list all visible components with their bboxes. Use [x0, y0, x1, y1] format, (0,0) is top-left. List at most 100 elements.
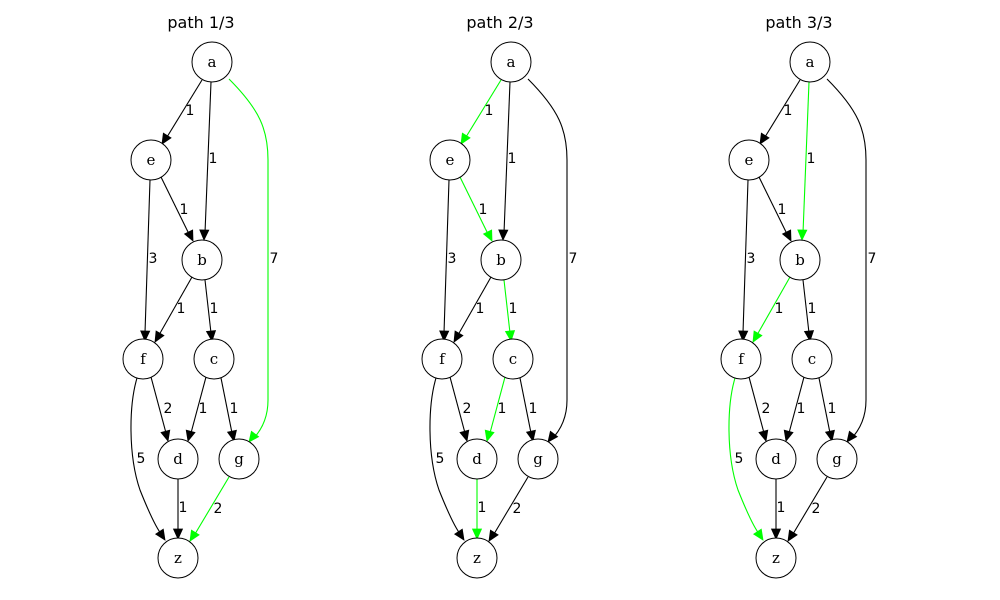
node-label: b: [496, 251, 506, 269]
edge-line: [459, 176, 489, 235]
arrowhead: [439, 330, 450, 342]
node-circle: [480, 239, 522, 281]
node-d: d: [755, 438, 797, 480]
arrowhead: [199, 229, 210, 241]
edge-weight-label: 2: [164, 401, 173, 417]
edge-line: [818, 377, 831, 434]
edge-line: [429, 377, 462, 536]
edge-line: [792, 476, 828, 535]
node-d: d: [157, 438, 199, 480]
node-circle: [456, 438, 498, 480]
edge-g-z: 2: [189, 476, 230, 542]
node-label: a: [507, 53, 516, 71]
edge-weight-label: 1: [186, 103, 195, 119]
edge-a-g: 7: [826, 78, 877, 443]
arrowhead: [460, 132, 471, 145]
node-z: z: [157, 537, 199, 579]
node-label: c: [509, 350, 517, 368]
node-c: c: [492, 338, 534, 380]
arrowhead: [525, 429, 536, 442]
edge-c-g: 1: [519, 377, 537, 442]
arrowhead: [154, 528, 166, 541]
arrowhead: [547, 430, 559, 443]
edge-weight-label: 2: [214, 501, 223, 517]
node-label: b: [197, 251, 207, 269]
edge-a-e: 1: [759, 79, 801, 145]
edge-a-e: 1: [460, 79, 502, 145]
edge-weight-label: 1: [485, 103, 494, 119]
node-label: e: [147, 151, 156, 169]
edge-weight-label: 1: [828, 401, 837, 417]
node-e: e: [429, 139, 471, 181]
node-circle: [816, 438, 858, 480]
edge-line: [503, 279, 511, 334]
node-label: z: [174, 549, 182, 567]
edge-f-z: 5: [429, 377, 465, 541]
arrowhead: [797, 229, 808, 241]
node-circle: [720, 338, 762, 380]
edge-weight-label: 1: [808, 301, 817, 317]
node-b: b: [480, 239, 522, 281]
edge-weight-label: 7: [270, 251, 279, 267]
edge-weight-label: 1: [476, 301, 485, 317]
arrowhead: [803, 330, 815, 342]
panel-title: path 3/3: [765, 13, 832, 32]
edge-line: [190, 376, 207, 434]
arrowhead: [824, 429, 835, 442]
arrowhead: [453, 330, 464, 343]
edge-weight-label: 1: [179, 500, 188, 516]
edge-line: [204, 81, 212, 234]
node-label: g: [533, 450, 543, 468]
edge-weight-label: 1: [784, 103, 793, 119]
edge-weight-label: 2: [513, 501, 522, 517]
edge-weight-label: 1: [199, 401, 208, 417]
edge-g-z: 2: [787, 476, 828, 542]
edge-a-g: 7: [527, 78, 578, 443]
arrowhead: [471, 528, 483, 540]
node-g: g: [218, 438, 260, 480]
edge-line: [503, 81, 511, 234]
node-label: d: [472, 450, 482, 468]
edge-weight-label: 7: [569, 251, 578, 267]
edge-weight-label: 1: [508, 151, 517, 167]
arrowhead: [482, 229, 493, 242]
edge-weight-label: 2: [762, 401, 771, 417]
node-c: c: [791, 338, 833, 380]
arrowhead: [783, 429, 794, 442]
node-label: b: [795, 251, 805, 269]
node-label: a: [806, 53, 815, 71]
edge-e-b: 1: [160, 176, 194, 242]
edge-weight-label: 1: [177, 301, 186, 317]
node-label: e: [745, 151, 754, 169]
edge-line: [166, 79, 203, 138]
arrowhead: [846, 430, 858, 443]
node-circle: [181, 239, 223, 281]
node-f: f: [720, 338, 762, 380]
node-g: g: [517, 438, 559, 480]
node-b: b: [779, 239, 821, 281]
edge-line: [449, 376, 466, 434]
edge-c-d: 1: [185, 376, 208, 442]
edge-line: [493, 476, 529, 535]
edge-g-z: 2: [488, 476, 529, 542]
node-circle: [728, 139, 770, 181]
arrowhead: [484, 429, 495, 442]
edge-a-b: 1: [199, 81, 217, 241]
node-f: f: [421, 338, 463, 380]
edge-weight-label: 7: [868, 251, 877, 267]
arrowhead: [226, 429, 237, 442]
edge-d-z: 1: [770, 479, 785, 540]
edge-weight-label: 1: [479, 202, 488, 218]
panel-title: path 2/3: [466, 13, 533, 32]
edge-weight-label: 3: [747, 251, 756, 267]
edge-a-b: 1: [498, 81, 517, 241]
node-a: a: [490, 41, 532, 83]
edge-weight-label: 2: [463, 401, 472, 417]
node-circle: [421, 338, 463, 380]
node-circle: [791, 338, 833, 380]
edge-b-f: 1: [752, 276, 791, 343]
edge-weight-label: 5: [436, 451, 445, 467]
